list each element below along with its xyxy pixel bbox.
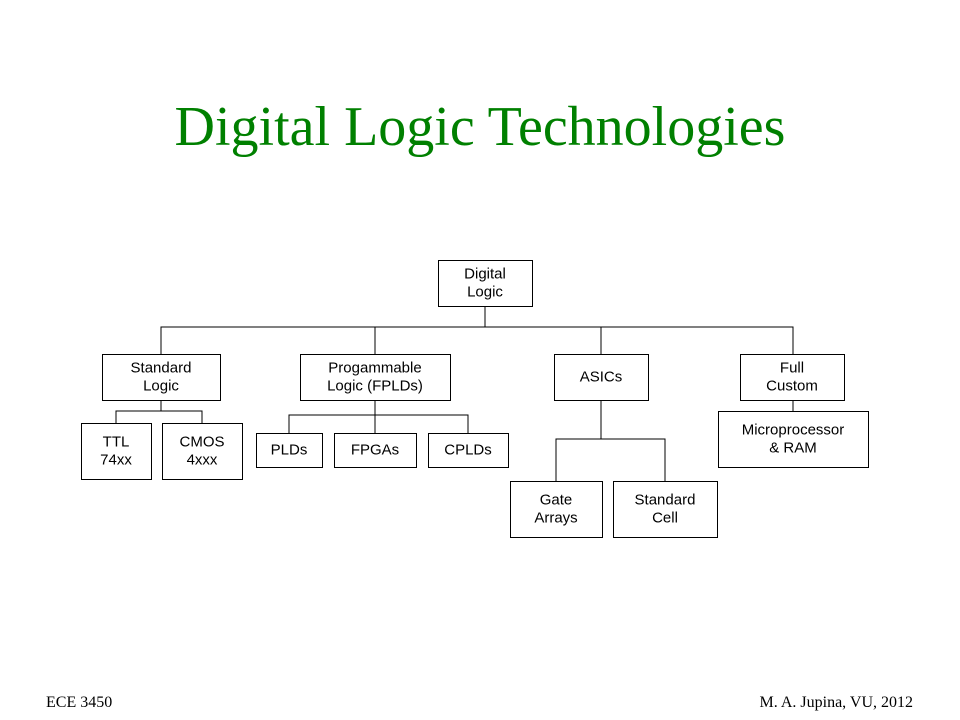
node-box <box>81 423 152 480</box>
node-label: Custom <box>766 378 818 395</box>
node-label: CMOS <box>180 434 225 451</box>
node-label: 74xx <box>100 452 132 469</box>
node-label: 4xxx <box>187 452 218 469</box>
node-asics: ASICs <box>554 354 649 401</box>
node-fpgas: FPGAs <box>334 433 417 468</box>
node-label: TTL <box>103 434 130 451</box>
node-plds: PLDs <box>256 433 323 468</box>
node-label: & RAM <box>769 440 817 457</box>
node-label: Logic <box>467 284 503 301</box>
node-label: Logic <box>143 378 179 395</box>
node-box <box>438 260 533 307</box>
node-box <box>613 481 718 538</box>
connector-line <box>160 326 794 354</box>
node-label: Progammable <box>328 360 421 377</box>
node-label: Standard <box>635 492 696 509</box>
node-box <box>740 354 845 401</box>
diagram-nodes: DigitalLogicStandardLogicProgammableLogi… <box>81 260 869 538</box>
node-box <box>554 354 649 401</box>
slide-title: Digital Logic Technologies <box>174 96 786 158</box>
node-label: Logic (FPLDs) <box>327 378 423 395</box>
node-label: Microprocessor <box>742 422 845 439</box>
node-box <box>334 433 417 468</box>
node-label: Cell <box>652 510 678 527</box>
connector-line <box>115 410 203 423</box>
connector-line <box>555 438 666 481</box>
node-label: Digital <box>464 266 506 283</box>
node-label: Arrays <box>534 510 577 527</box>
node-box <box>300 354 451 401</box>
node-microprocessor-ram: Microprocessor& RAM <box>718 411 869 468</box>
node-box <box>102 354 221 401</box>
diagram-connectors <box>115 306 794 481</box>
node-label: Standard <box>131 360 192 377</box>
footer-author: M. A. Jupina, VU, 2012 <box>759 694 914 711</box>
node-box <box>428 433 509 468</box>
node-label: Gate <box>540 492 573 509</box>
node-box <box>510 481 603 538</box>
node-label: PLDs <box>271 442 308 459</box>
node-label: Full <box>780 360 804 377</box>
connector-line <box>288 414 469 433</box>
node-label: ASICs <box>580 369 623 386</box>
node-box <box>718 411 869 468</box>
footer-course: ECE 3450 <box>46 694 113 711</box>
node-label: CPLDs <box>444 442 492 459</box>
node-box <box>162 423 243 480</box>
node-cplds: CPLDs <box>428 433 509 468</box>
node-label: FPGAs <box>351 442 399 459</box>
node-box <box>256 433 323 468</box>
